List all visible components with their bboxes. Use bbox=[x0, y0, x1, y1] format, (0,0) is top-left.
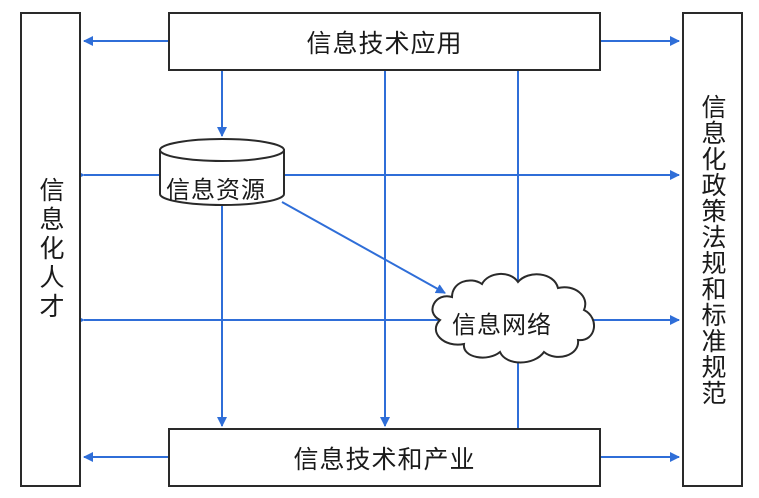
tech-industry-label: 信息技术和产业 bbox=[293, 444, 476, 474]
cloud-icon bbox=[431, 273, 595, 364]
policy-standards-label: 信息化政策法规和标准规范 bbox=[698, 93, 727, 406]
arrow-resource-to-network bbox=[281, 201, 446, 294]
info-network-label: 信息网络 bbox=[452, 311, 552, 339]
tech-industry-box: 信息技术和产业 bbox=[168, 428, 601, 487]
info-resource-label: 信息资源 bbox=[166, 176, 266, 204]
database-icon bbox=[159, 138, 285, 206]
talent-box: 信息化人才 bbox=[20, 12, 81, 487]
policy-standards-box: 信息化政策法规和标准规范 bbox=[682, 12, 743, 487]
tech-application-label: 信息技术应用 bbox=[306, 28, 463, 58]
talent-label: 信息化人才 bbox=[36, 177, 65, 322]
tech-application-box: 信息技术应用 bbox=[168, 12, 601, 71]
